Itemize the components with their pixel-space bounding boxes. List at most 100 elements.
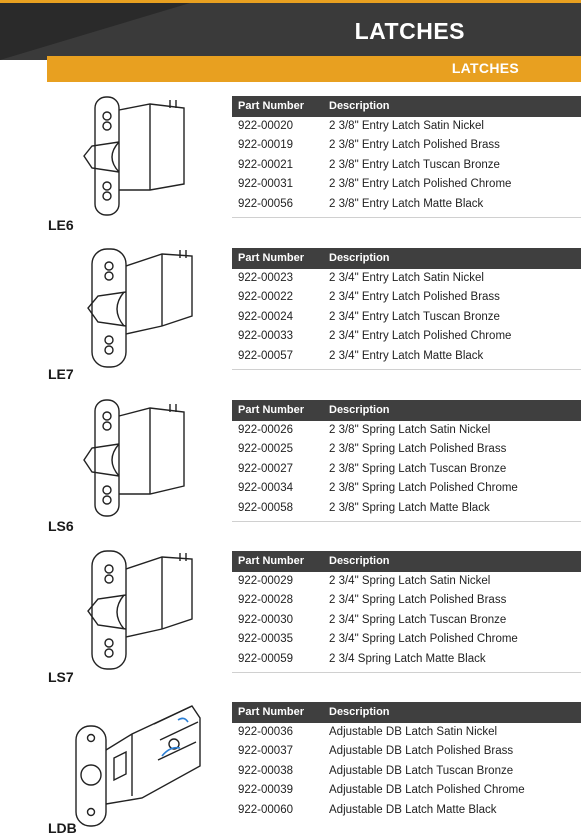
description: 2 3/8" Entry Latch Polished Brass — [329, 139, 500, 152]
description: 2 3/8" Spring Latch Polished Brass — [329, 443, 507, 456]
header-description: Description — [329, 100, 390, 112]
spring-latch-image — [87, 550, 193, 670]
description: 2 3/8" Spring Latch Tuscan Bronze — [329, 462, 507, 475]
part-number: 922-00057 — [238, 349, 293, 362]
section-banner-title: LATCHES — [451, 60, 519, 76]
table-header: Part Number Description — [232, 551, 581, 572]
description: 2 3/4" Spring Latch Polished Brass — [329, 594, 507, 607]
table-row: 922-00028 2 3/4" Spring Latch Polished Br… — [232, 591, 581, 610]
part-number: 922-00038 — [238, 764, 293, 777]
model-label: LE7 — [48, 366, 74, 382]
description: 2 3/4" Spring Latch Satin Nickel — [329, 575, 491, 587]
entry-latch-image — [83, 96, 185, 216]
part-number: 922-00039 — [238, 784, 293, 797]
spring-latch-image — [83, 399, 185, 517]
page-title: LATCHES — [354, 18, 465, 44]
description: 2 3/4" Spring Latch Polished Chrome — [329, 633, 518, 646]
table-row: 922-00056 2 3/8" Entry Latch Matte Black — [232, 195, 581, 214]
description: 2 3/4" Entry Latch Polished Brass — [329, 291, 500, 304]
header-part-number: Part Number — [238, 404, 305, 416]
part-number: 922-00019 — [238, 139, 293, 152]
part-number: 922-00033 — [238, 330, 293, 343]
table-divider — [232, 216, 581, 218]
table-row: 922-00021 2 3/8" Entry Latch Tuscan Bronz… — [232, 156, 581, 175]
table-row: 922-00030 2 3/4" Spring Latch Tuscan Bron… — [232, 611, 581, 630]
description: Adjustable DB Latch Tuscan Bronze — [329, 764, 514, 777]
part-number: 922-00034 — [238, 482, 293, 495]
table-row: 922-00037 Adjustable DB Latch Polished Br… — [232, 742, 581, 761]
part-number: 922-00027 — [238, 462, 293, 475]
table-divider — [232, 520, 581, 522]
description: Adjustable DB Latch Satin Nickel — [329, 726, 498, 738]
part-number: 922-00028 — [238, 594, 293, 607]
description: 2 3/8" Entry Latch Polished Chrome — [329, 178, 512, 191]
part-number: 922-00060 — [238, 803, 293, 816]
table-divider — [232, 368, 581, 370]
header-diagonal — [0, 0, 200, 60]
table-row: 922-00022 2 3/4" Entry Latch Polished Bra… — [232, 288, 581, 307]
description: 2 3/4" Entry Latch Tuscan Bronze — [329, 310, 500, 323]
part-number: 922-00037 — [238, 745, 293, 758]
description: 2 3/4" Entry Latch Matte Black — [329, 349, 484, 362]
description: 2 3/8" Entry Latch Tuscan Bronze — [329, 158, 500, 171]
entry-latch-image — [87, 248, 193, 368]
table-row: 922-00039 Adjustable DB Latch Polished Ch… — [232, 781, 581, 800]
part-number: 922-00021 — [238, 158, 293, 171]
part-number: 922-00035 — [238, 633, 293, 646]
table-row: 922-00036 Adjustable DB Latch Satin Nicke… — [232, 723, 581, 742]
table-row: 922-00029 2 3/4" Spring Latch Satin Nicke… — [232, 572, 581, 591]
description: Adjustable DB Latch Matte Black — [329, 803, 497, 816]
table-header: Part Number Description — [232, 96, 581, 117]
description: 2 3/4" Entry Latch Satin Nickel — [329, 272, 484, 284]
header-part-number: Part Number — [238, 555, 305, 567]
part-number: 922-00056 — [238, 197, 293, 210]
model-label: LE6 — [48, 217, 74, 233]
deadbolt-latch-image — [75, 705, 201, 827]
table-row: 922-00019 2 3/8" Entry Latch Polished Bra… — [232, 136, 581, 155]
header-description: Description — [329, 404, 390, 416]
part-number: 922-00029 — [238, 575, 293, 587]
header-part-number: Part Number — [238, 252, 305, 264]
part-number: 922-00023 — [238, 272, 293, 284]
table-row: 922-00034 2 3/8" Spring Latch Polished Ch… — [232, 479, 581, 498]
part-number: 922-00026 — [238, 424, 293, 436]
table-row: 922-00027 2 3/8" Spring Latch Tuscan Bron… — [232, 460, 581, 479]
part-number: 922-00025 — [238, 443, 293, 456]
table-row: 922-00038 Adjustable DB Latch Tuscan Bron… — [232, 762, 581, 781]
description: 2 3/8" Entry Latch Matte Black — [329, 197, 484, 210]
table-row: 922-00060 Adjustable DB Latch Matte Black — [232, 801, 581, 820]
parts-table: Part Number Description 922-00020 2 3/8" … — [232, 96, 581, 218]
part-number: 922-00020 — [238, 120, 293, 132]
parts-table: Part Number Description 922-00029 2 3/4" … — [232, 551, 581, 673]
model-label: LDB — [48, 820, 77, 836]
description: 2 3/8" Spring Latch Polished Chrome — [329, 482, 518, 495]
model-label: LS7 — [48, 669, 74, 685]
part-number: 922-00022 — [238, 291, 293, 304]
table-divider — [232, 671, 581, 673]
part-number: 922-00058 — [238, 501, 293, 514]
table-row: 922-00020 2 3/8" Entry Latch Satin Nickel — [232, 117, 581, 136]
parts-table: Part Number Description 922-00023 2 3/4" … — [232, 248, 581, 370]
parts-table: Part Number Description 922-00026 2 3/8" … — [232, 400, 581, 522]
table-header: Part Number Description — [232, 702, 581, 723]
description: Adjustable DB Latch Polished Brass — [329, 745, 514, 758]
table-header: Part Number Description — [232, 248, 581, 269]
description: 2 3/4" Spring Latch Tuscan Bronze — [329, 613, 507, 626]
table-row: 922-00025 2 3/8" Spring Latch Polished Br… — [232, 440, 581, 459]
table-row: 922-00023 2 3/4" Entry Latch Satin Nickel — [232, 269, 581, 288]
table-header: Part Number Description — [232, 400, 581, 421]
header-description: Description — [329, 252, 390, 264]
part-number: 922-00030 — [238, 613, 293, 626]
description: 2 3/8" Entry Latch Satin Nickel — [329, 120, 484, 132]
part-number: 922-00059 — [238, 652, 293, 665]
header-part-number: Part Number — [238, 706, 305, 718]
description: Adjustable DB Latch Polished Chrome — [329, 784, 525, 797]
header-part-number: Part Number — [238, 100, 305, 112]
header-accent-stripe — [0, 0, 581, 3]
part-number: 922-00036 — [238, 726, 293, 738]
